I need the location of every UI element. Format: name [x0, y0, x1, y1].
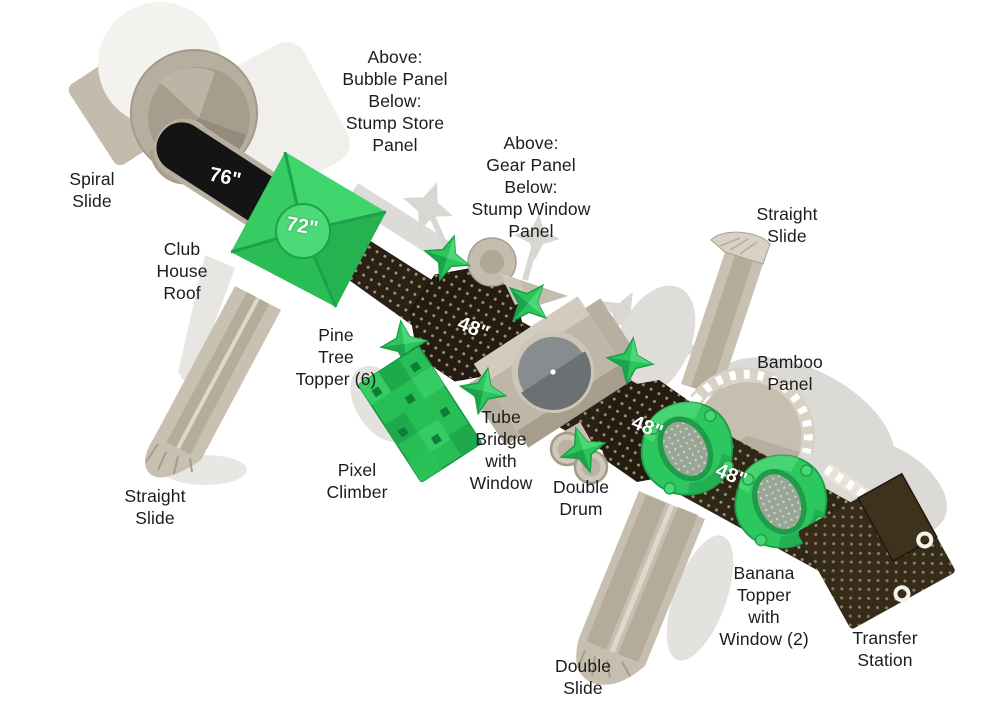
label-spiral-slide: Spiral Slide	[69, 169, 115, 211]
transfer-station-graphic	[798, 472, 955, 629]
tube-bridge-graphic	[466, 296, 640, 448]
label-double-slide: Double Slide	[554, 656, 612, 698]
label-above-gear-panel: Above: Gear Panel Below: Stump Window Pa…	[471, 133, 591, 241]
label-tube-bridge: Tube Bridge with Window	[469, 407, 533, 493]
label-bamboo-panel: Bamboo Panel	[757, 352, 823, 394]
label-straight-slide-top: Straight Slide	[756, 204, 818, 246]
label-double-drum: Double Drum	[552, 477, 610, 519]
straight-slide-top-graphic	[681, 231, 771, 396]
label-club-house-roof: Club House Roof	[156, 239, 208, 303]
label-pine-tree-topper: Pine Tree Topper (6)	[295, 325, 377, 389]
label-pixel-climber: Pixel Climber	[326, 460, 388, 502]
club-house-roof-graphic	[230, 151, 387, 308]
pixel-climber-graphic	[358, 345, 482, 483]
straight-slide-bottom-graphic	[145, 286, 281, 478]
label-banana-topper: Banana Topper with Window (2)	[719, 563, 809, 649]
label-transfer-station: Transfer Station	[852, 628, 918, 670]
label-straight-slide-bottom: Straight Slide	[124, 486, 186, 528]
label-above-bubble-panel: Above: Bubble Panel Below: Stump Store P…	[342, 47, 448, 155]
double-slide-graphic	[576, 491, 705, 685]
